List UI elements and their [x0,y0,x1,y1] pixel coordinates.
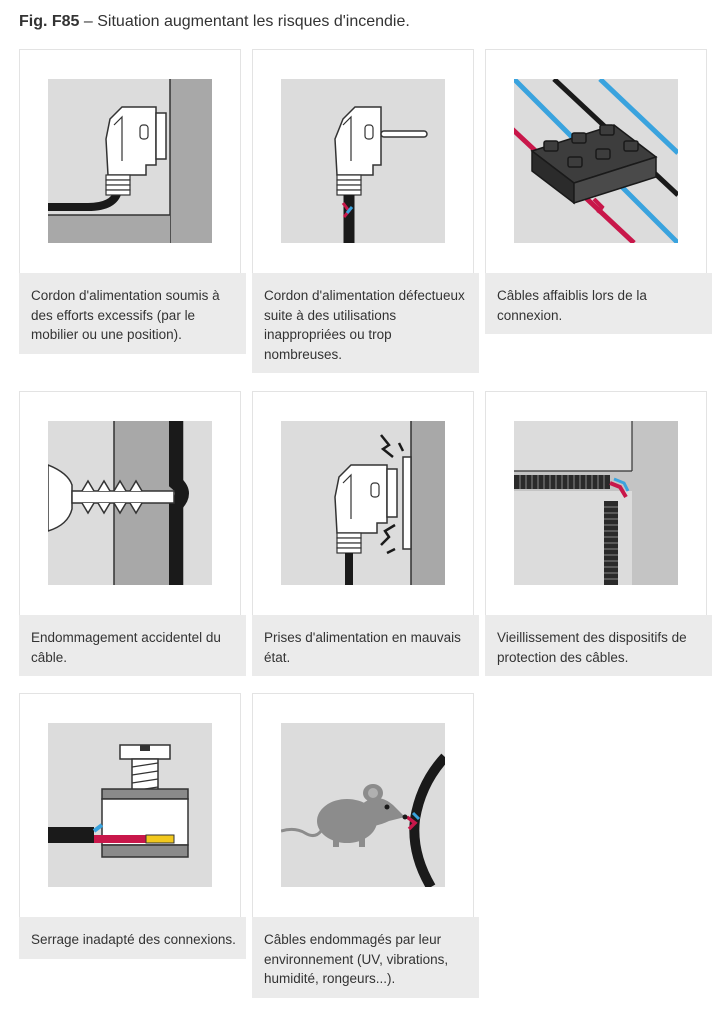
sparking-plug-illustration [281,421,445,585]
illustration-frame [252,391,474,616]
plug-squeezed-illustration [48,79,212,243]
illustration-frame [252,49,474,274]
terminal-block-illustration [514,79,678,243]
card-caption: Câbles affaiblis lors de la connexion. [485,273,712,334]
illustration-frame [252,693,474,918]
card-caption: Endommagement accidentel du câble. [19,615,246,676]
card-caption: Vieillissement des dispositifs de protec… [485,615,712,676]
illustration-frame [19,49,241,274]
corrugated-conduit-illustration [514,421,678,585]
illustration-frame [19,391,241,616]
card-caption: Prises d'alimentation en mauvais état. [252,615,479,676]
card-caption: Câbles endommagés par leur environnement… [252,917,479,998]
nail-through-cable-illustration [48,421,212,585]
figure-title-text: – Situation augmentant les risques d'inc… [79,13,410,30]
illustration-frame [485,49,707,274]
card-caption: Cordon d'alimentation défectueux suite à… [252,273,479,373]
rodent-cable-illustration [281,723,445,887]
card-caption: Cordon d'alimentation soumis à des effor… [19,273,246,354]
figure-label: Fig. F85 [19,13,80,30]
illustration-frame [19,693,241,918]
illustration-frame [485,391,707,616]
figure-title: Fig. F85 – Situation augmentant les risq… [19,13,410,31]
card-caption: Serrage inadapté des connexions. [19,917,246,959]
damaged-plug-illustration [281,79,445,243]
screw-terminal-illustration [48,723,212,887]
